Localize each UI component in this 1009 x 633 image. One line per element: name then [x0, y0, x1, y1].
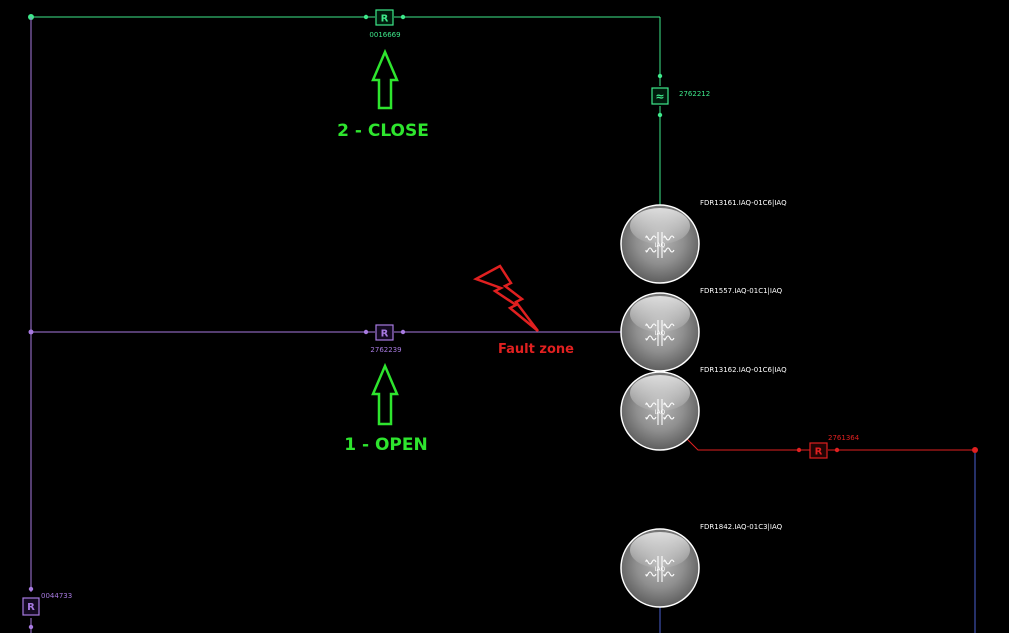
transformer-tag: IAQ: [655, 409, 666, 416]
fault-zone-label: Fault zone: [498, 342, 574, 357]
switch-symbol: ≈: [655, 90, 664, 103]
feeder-label: FDR13162.IAQ-01C6|IAQ: [700, 366, 787, 374]
switch-id-label: 2762239: [370, 346, 401, 354]
lightning-bolt-icon: [472, 264, 539, 332]
feeder-label: FDR13161.IAQ-01C6|IAQ: [700, 199, 787, 207]
close-arrow-icon: [371, 48, 399, 110]
recloser-0016669[interactable]: R 0016669: [363, 9, 406, 39]
transformer-tag: IAQ: [655, 566, 666, 573]
recloser-2762239[interactable]: R 2762239: [363, 324, 406, 354]
purple-line-network: [28, 17, 625, 633]
bus-node: [972, 447, 978, 453]
feeder-label: FDR1842.IAQ-01C3|IAQ: [700, 523, 783, 531]
switch-2762212[interactable]: ≈ 2762212: [651, 73, 710, 118]
blue-line-network: [659, 453, 976, 633]
red-line-network: [684, 436, 978, 453]
switch-id-label: 0016669: [369, 31, 400, 39]
recloser-0044733[interactable]: R 0044733: [22, 586, 72, 630]
feeder-2[interactable]: IAQ FDR1557.IAQ-01C1|IAQ: [620, 287, 783, 372]
feeder-label: FDR1557.IAQ-01C1|IAQ: [700, 287, 783, 295]
recloser-symbol: R: [381, 14, 389, 25]
feeder-3[interactable]: IAQ FDR13162.IAQ-01C6|IAQ: [620, 366, 787, 451]
recloser-symbol: R: [815, 447, 823, 458]
close-step-label: 2 - CLOSE: [337, 121, 429, 141]
transformer-tag: IAQ: [655, 330, 666, 337]
recloser-2761364[interactable]: R 2761364: [796, 434, 860, 459]
open-step-label: 1 - OPEN: [344, 435, 427, 455]
switch-id-label: 2762212: [679, 90, 710, 98]
green-line-network: [28, 14, 661, 206]
bus-node: [28, 329, 34, 335]
feeder-4[interactable]: IAQ FDR1842.IAQ-01C3|IAQ: [620, 523, 783, 608]
switch-id-label: 2761364: [828, 434, 860, 442]
transformer-tag: IAQ: [655, 242, 666, 249]
recloser-symbol: R: [381, 329, 389, 340]
switch-id-label: 0044733: [41, 592, 72, 600]
open-arrow-icon: [371, 362, 399, 426]
feeder-1[interactable]: IAQ FDR13161.IAQ-01C6|IAQ: [620, 199, 787, 284]
recloser-symbol: R: [27, 602, 35, 613]
